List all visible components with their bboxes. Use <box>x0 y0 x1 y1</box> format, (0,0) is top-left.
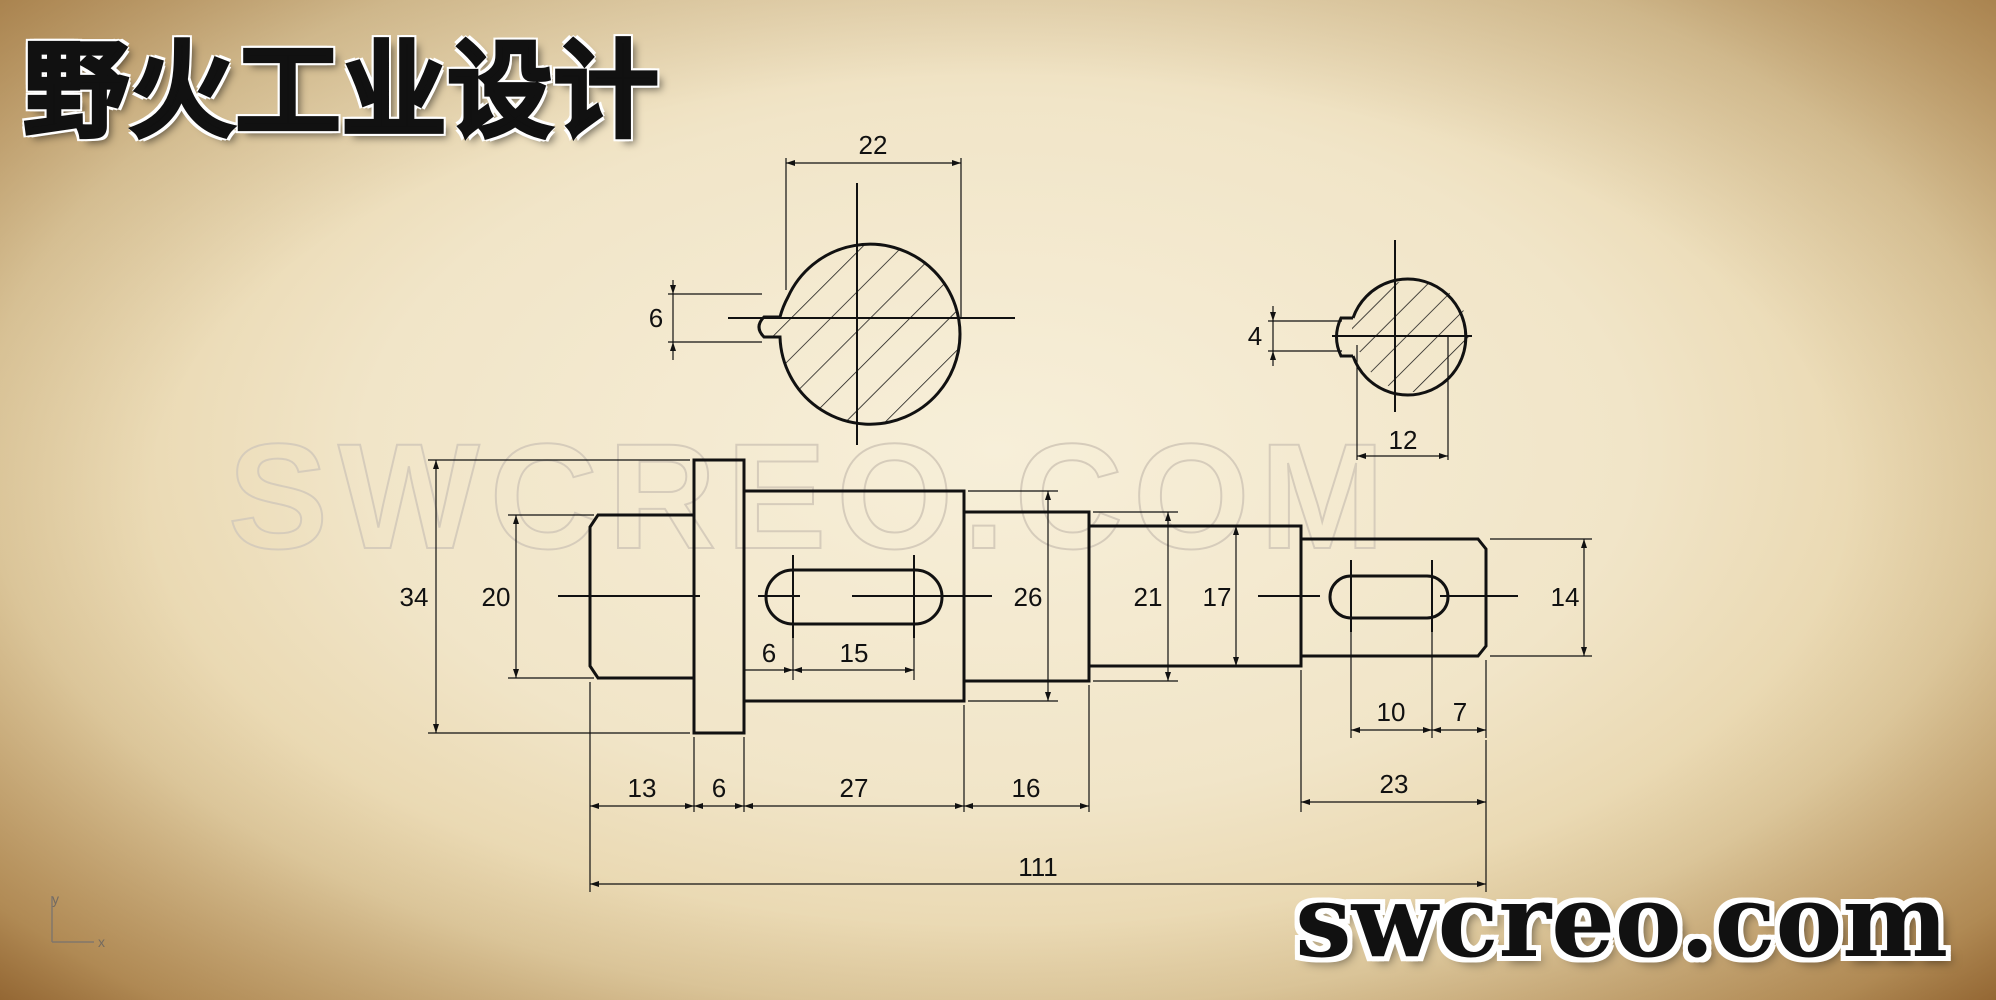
dim-section-a-diameter: 22 <box>859 130 888 160</box>
logo-website: swcreo.com <box>1295 862 1948 980</box>
dim-key1-length: 15 <box>840 638 869 668</box>
logo-chinese: 野火工业设计 <box>22 28 661 154</box>
dim-key1-offset: 6 <box>762 638 776 668</box>
shaft-centerlines <box>558 555 1518 638</box>
dim-left-end-dia: 20 <box>482 582 511 612</box>
dim-right-end-dia: 14 <box>1551 582 1580 612</box>
ucs-x-label: x <box>98 934 105 950</box>
dim-len-left-end: 13 <box>628 773 657 803</box>
ucs-icon: y x <box>51 891 105 950</box>
dim-key2-length: 10 <box>1377 697 1406 727</box>
shaft-main-view <box>588 458 1488 735</box>
dim-len-total: 111 <box>1018 852 1058 882</box>
section-view-a <box>668 158 1015 445</box>
dim-section-b-key: 4 <box>1248 321 1262 351</box>
dim-main-body-dia: 26 <box>1014 582 1043 612</box>
dim-flange-dia: 34 <box>400 582 429 612</box>
dim-step2-dia: 17 <box>1203 582 1232 612</box>
dim-len-step: 16 <box>1012 773 1041 803</box>
dim-section-a-key: 6 <box>649 303 663 333</box>
dim-key2-offset: 7 <box>1453 697 1467 727</box>
shaft-dimension-lines <box>428 459 1592 892</box>
ucs-y-label: y <box>52 891 59 907</box>
dim-step-dia: 21 <box>1134 582 1163 612</box>
dim-section-b-depth: 12 <box>1389 425 1418 455</box>
dim-len-right: 23 <box>1380 769 1409 799</box>
watermark: SWCREO.COM <box>228 412 1395 580</box>
shaft-dimension-texts: 34 20 26 21 17 14 6 15 10 7 13 6 27 16 2… <box>400 582 1580 882</box>
dim-len-body: 27 <box>840 773 869 803</box>
section-view-b <box>1268 240 1472 460</box>
dim-len-flange: 6 <box>712 773 726 803</box>
